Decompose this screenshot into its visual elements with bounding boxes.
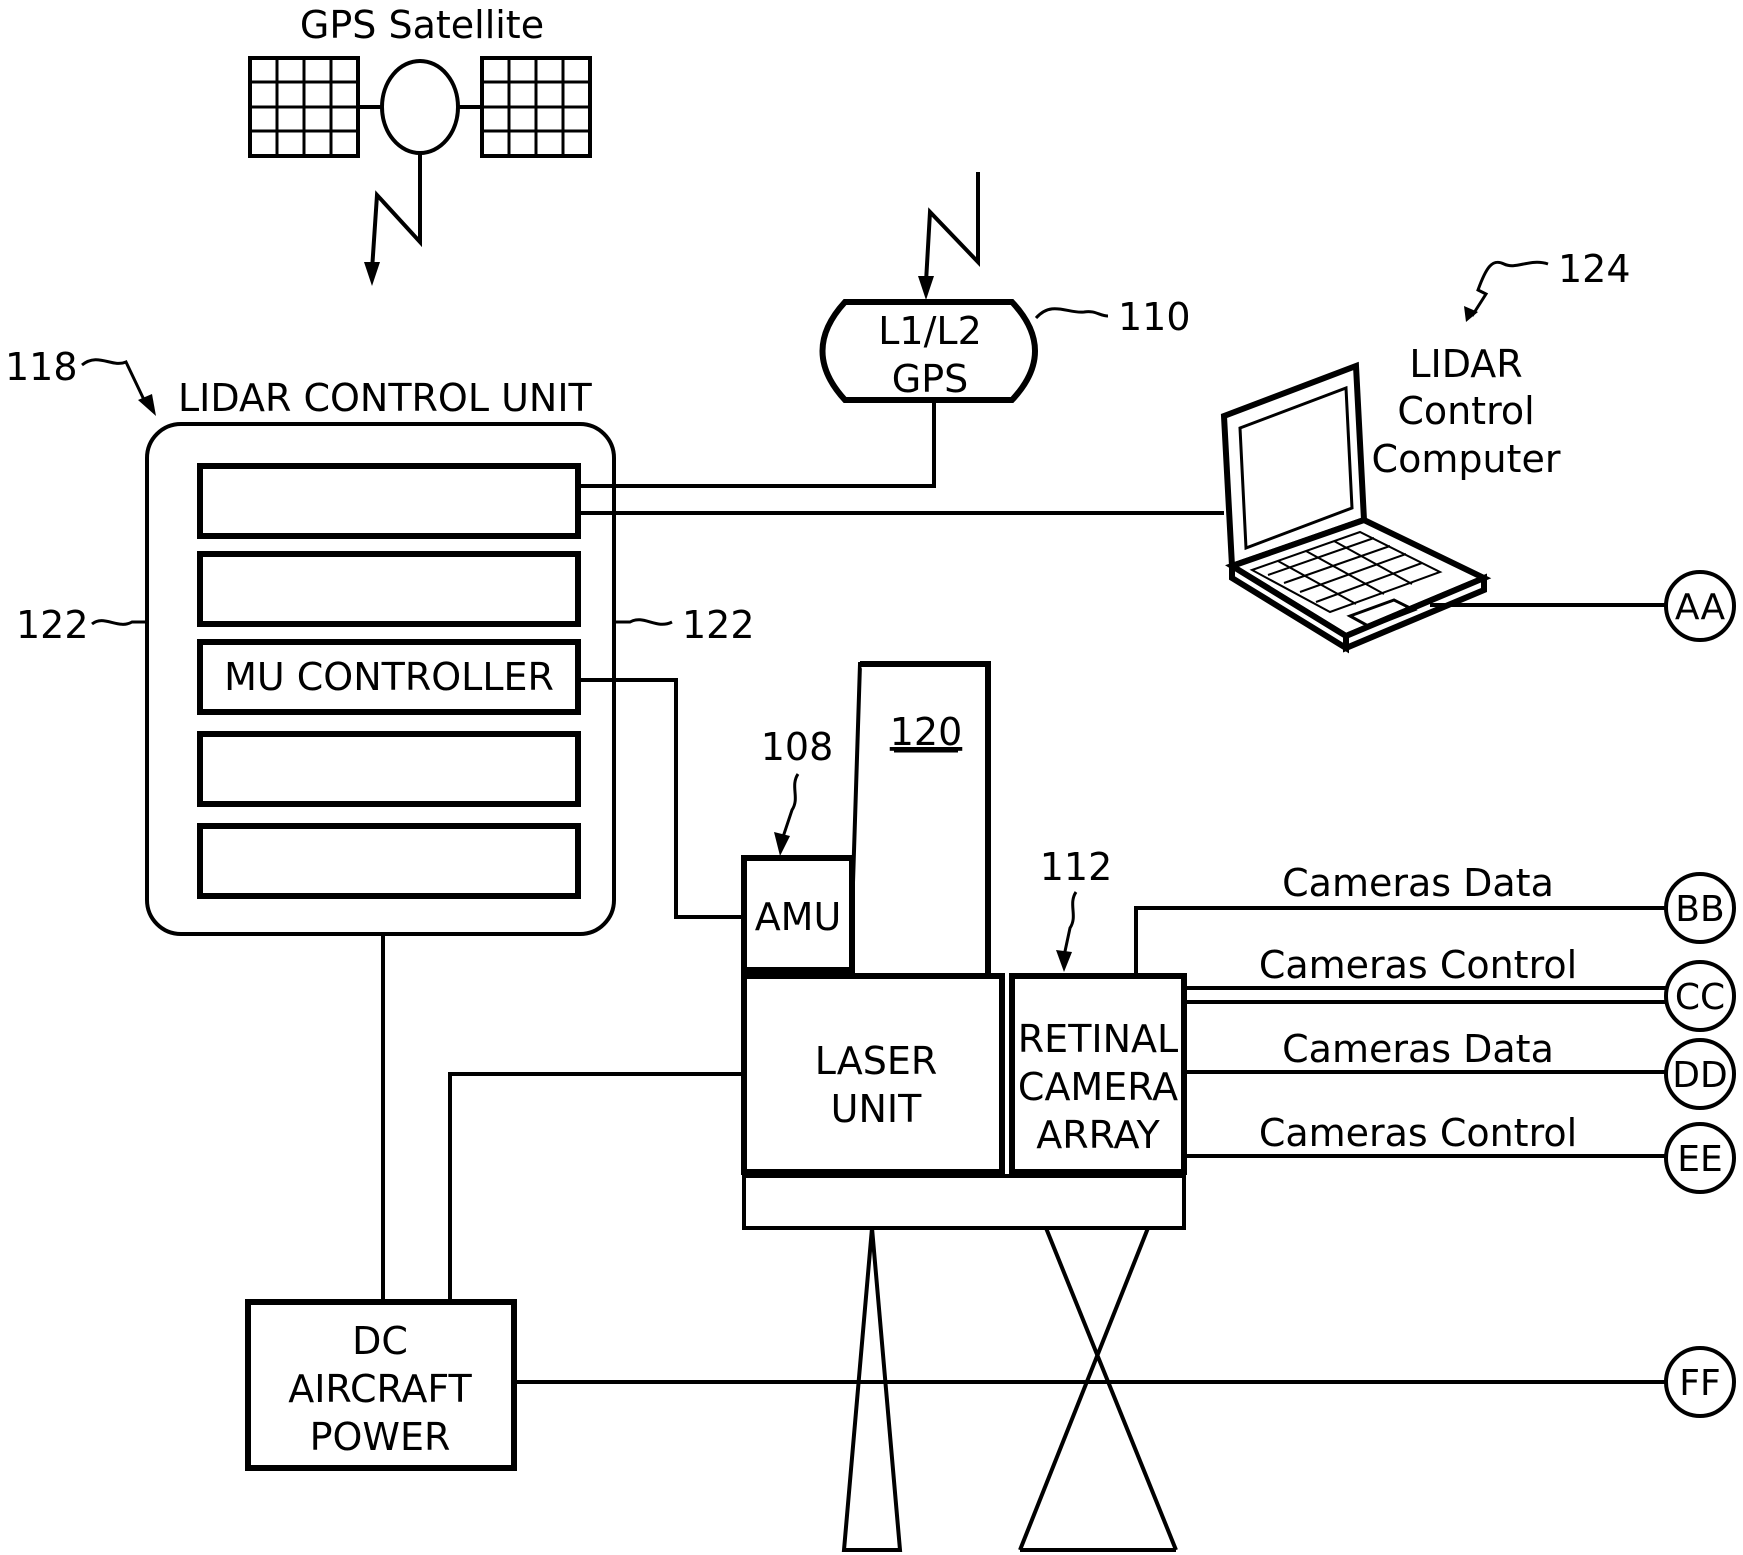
svg-text:CC: CC bbox=[1675, 977, 1725, 1018]
camera-array-label-1: RETINAL bbox=[1018, 1017, 1178, 1061]
satellite-signal-icon bbox=[364, 153, 420, 286]
svg-text:AA: AA bbox=[1675, 587, 1726, 628]
camera-array-ref-leader bbox=[1064, 892, 1076, 956]
laser-unit-label-2: UNIT bbox=[831, 1087, 922, 1131]
dc-power-label-1: DC bbox=[352, 1319, 408, 1363]
lcu-ref-leader bbox=[82, 360, 146, 404]
lcu-slot-4 bbox=[200, 734, 578, 804]
mu-controller-slot: MU CONTROLLER bbox=[200, 642, 578, 712]
lcu-side-ref-right: 122 bbox=[682, 603, 755, 647]
terminal-cc: CC bbox=[1666, 962, 1734, 1030]
computer-label-2: Control bbox=[1397, 389, 1534, 433]
dc-power-label-2: AIRCRAFT bbox=[288, 1367, 472, 1411]
mount-plate bbox=[744, 1176, 1184, 1228]
computer-ref-leader bbox=[1472, 262, 1548, 316]
lidar-control-unit-title: LIDAR CONTROL UNIT bbox=[178, 376, 593, 420]
computer-label-1: LIDAR bbox=[1409, 342, 1522, 386]
wire-laser-to-power bbox=[450, 1074, 744, 1302]
lcu-right-ref-leader bbox=[616, 620, 672, 625]
camera-array-label-2: CAMERA bbox=[1018, 1065, 1178, 1109]
mu-controller-label: MU CONTROLLER bbox=[224, 655, 554, 699]
lidar-control-unit: LIDAR CONTROL UNIT 118 MU CONTROLLER 122 bbox=[5, 345, 755, 934]
terminal-ee: EE bbox=[1666, 1124, 1734, 1192]
computer-label-3: Computer bbox=[1372, 437, 1561, 481]
connection-label-bb: Cameras Data bbox=[1282, 861, 1554, 905]
terminal-bb: BB bbox=[1666, 874, 1734, 942]
terminal-ff: FF bbox=[1666, 1348, 1734, 1416]
gps-satellite: GPS Satellite bbox=[250, 3, 590, 286]
gps-receiver-label-2: GPS bbox=[892, 357, 968, 401]
amu: 108 AMU bbox=[744, 725, 852, 970]
tower: 120 bbox=[850, 664, 988, 976]
retinal-camera-array: 112 RETINAL CAMERA ARRAY bbox=[1012, 845, 1184, 1172]
lcu-slot-1 bbox=[200, 466, 578, 536]
dc-power-label-3: POWER bbox=[310, 1415, 451, 1459]
gps-satellite-label: GPS Satellite bbox=[300, 3, 544, 47]
svg-text:FF: FF bbox=[1679, 1363, 1720, 1404]
svg-text:BB: BB bbox=[1675, 889, 1724, 930]
laser-unit: LASER UNIT bbox=[744, 976, 1002, 1172]
amu-label: AMU bbox=[755, 895, 842, 939]
tower-ref: 120 bbox=[890, 710, 963, 754]
amu-ref: 108 bbox=[761, 725, 834, 769]
computer-ref: 124 bbox=[1558, 247, 1631, 291]
connection-label-ee: Cameras Control bbox=[1259, 1111, 1577, 1155]
gps-ref-leader bbox=[1036, 309, 1108, 318]
terminal-aa: AA bbox=[1666, 572, 1734, 640]
svg-text:EE: EE bbox=[1677, 1139, 1723, 1180]
lidar-control-unit-ref: 118 bbox=[5, 345, 78, 389]
lcu-slot-5 bbox=[200, 826, 578, 896]
camera-array-label-3: ARRAY bbox=[1036, 1113, 1160, 1157]
camera-field-of-view-icon bbox=[1020, 1228, 1176, 1550]
solar-panel-left-icon bbox=[250, 58, 358, 156]
lcu-left-ref-leader bbox=[92, 621, 146, 625]
connection-label-dd: Cameras Data bbox=[1282, 1027, 1554, 1071]
gps-receiver-label-1: L1/L2 bbox=[878, 309, 982, 353]
dc-aircraft-power: DC AIRCRAFT POWER bbox=[248, 1302, 514, 1468]
camera-array-ref: 112 bbox=[1040, 845, 1113, 889]
laser-beam-icon bbox=[844, 1228, 900, 1550]
lcu-side-ref-left: 122 bbox=[16, 603, 89, 647]
solar-panel-right-icon bbox=[482, 58, 590, 156]
wire-lcu-to-gps bbox=[578, 400, 934, 486]
gps-receiver: L1/L2 GPS 110 bbox=[823, 172, 1191, 401]
lidar-control-computer: LIDAR Control Computer 124 bbox=[1224, 247, 1631, 648]
lcu-slot-2 bbox=[200, 554, 578, 624]
laser-unit-label-1: LASER bbox=[815, 1039, 938, 1083]
satellite-body-icon bbox=[382, 61, 458, 153]
terminal-dd: DD bbox=[1666, 1040, 1734, 1108]
incoming-signal-icon bbox=[918, 172, 978, 300]
connection-label-cc: Cameras Control bbox=[1259, 943, 1577, 987]
gps-receiver-ref: 110 bbox=[1118, 295, 1191, 339]
svg-text:DD: DD bbox=[1672, 1055, 1727, 1096]
amu-ref-leader bbox=[782, 774, 798, 840]
